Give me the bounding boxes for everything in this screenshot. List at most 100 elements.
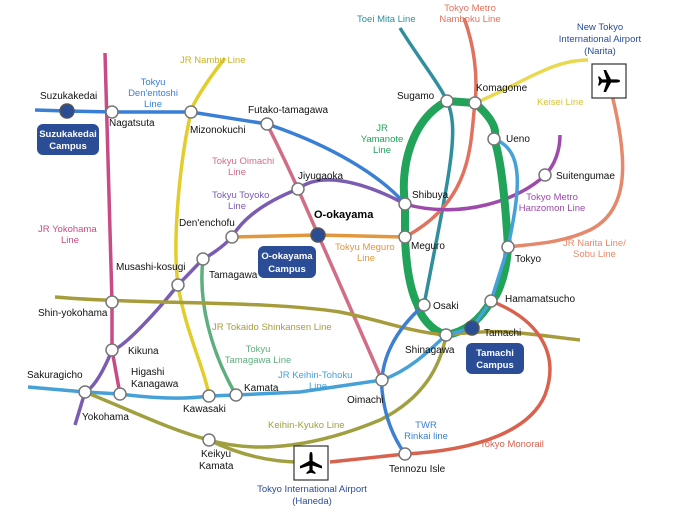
line-label-hanzomon-2: Hanzomon Line bbox=[519, 203, 586, 214]
station-kawasaki[interactable] bbox=[202, 389, 216, 403]
station-shinyokohama[interactable] bbox=[105, 295, 119, 309]
label-haneda-1: Tokyo International Airport bbox=[257, 484, 367, 495]
line-narita bbox=[507, 94, 625, 249]
station-osaki[interactable] bbox=[417, 298, 431, 312]
station-sugamo[interactable] bbox=[440, 94, 454, 108]
campus-box-tamachi[interactable]: Tamachi Campus bbox=[466, 343, 524, 374]
campus-label-line1: O-okayama bbox=[261, 251, 313, 262]
line-label-oimachi-1: Tokyu Oimachi bbox=[212, 156, 274, 167]
label-nagatsuta: Nagatsuta bbox=[109, 118, 155, 129]
label-narita-3: (Narita) bbox=[584, 46, 616, 57]
line-label-hanzomon-1: Tokyo Metro bbox=[526, 192, 578, 203]
label-musashi: Musashi-kosugi bbox=[116, 262, 185, 273]
label-higashi-2: Kanagawa bbox=[131, 379, 179, 390]
station-mizonokuchi[interactable] bbox=[184, 105, 198, 119]
label-kawasaki: Kawasaki bbox=[183, 404, 226, 415]
campus-box-okayama[interactable]: O-okayama Campus bbox=[258, 246, 316, 278]
station-shinagawa[interactable] bbox=[439, 328, 453, 342]
label-tamachi: Tamachi bbox=[484, 328, 521, 339]
label-mizonokuchi: Mizonokuchi bbox=[190, 125, 246, 136]
station-tennozu[interactable] bbox=[398, 447, 412, 461]
line-keihin-tohoku bbox=[27, 137, 520, 400]
line-label-toyoko-2: Line bbox=[228, 201, 246, 212]
airport-narita-icon-box[interactable] bbox=[591, 63, 627, 99]
line-label-toyoko-1: Tokyu Toyoko bbox=[212, 190, 269, 201]
station-futako[interactable] bbox=[260, 117, 274, 131]
label-sugamo: Sugamo bbox=[397, 91, 435, 102]
line-label-keisei: Keisei Line bbox=[537, 97, 583, 108]
station-komagome[interactable] bbox=[468, 96, 482, 110]
label-sakuragicho: Sakuragicho bbox=[27, 370, 83, 381]
line-label-meguro-2: Line bbox=[357, 253, 375, 264]
station-musashi[interactable] bbox=[196, 252, 210, 266]
station-oimachi[interactable] bbox=[375, 373, 389, 387]
campus-station-okayama[interactable] bbox=[310, 227, 326, 243]
station-ueno[interactable] bbox=[487, 132, 501, 146]
line-label-monorail: Tokyo Monorail bbox=[480, 439, 544, 450]
station-nagatsuta[interactable] bbox=[105, 105, 119, 119]
line-label-denentoshi-3: Line bbox=[144, 99, 162, 110]
label-higashi-1: Higashi bbox=[131, 367, 164, 378]
label-hamamatsucho: Hamamatsucho bbox=[505, 294, 575, 305]
label-kamata: Kamata bbox=[244, 383, 279, 394]
label-tennozu: Tennozu Isle bbox=[389, 464, 446, 475]
label-kikuna: Kikuna bbox=[128, 346, 159, 357]
campus-label-line1: Suzukakedai bbox=[39, 129, 97, 140]
label-suitengumae: Suitengumae bbox=[556, 171, 615, 182]
campus-box-suzukakedai[interactable]: Suzukakedai Campus bbox=[37, 124, 99, 155]
station-shibuya[interactable] bbox=[398, 197, 412, 211]
line-label-yokohama-2: Line bbox=[61, 235, 79, 246]
station-kamata[interactable] bbox=[229, 388, 243, 402]
label-shibuya: Shibuya bbox=[412, 190, 449, 201]
line-label-nambu: JR Nambu Line bbox=[180, 55, 245, 66]
line-monorail bbox=[329, 299, 552, 464]
station-higashi[interactable] bbox=[113, 387, 127, 401]
label-narita-2: International Airport bbox=[559, 34, 642, 45]
label-tamagawa: Tamagawa bbox=[209, 270, 258, 281]
line-label-yamanote-1: JR bbox=[376, 123, 388, 134]
label-shinyokohama: Shin-yokohama bbox=[38, 308, 108, 319]
line-label-denentoshi-1: Tokyu bbox=[141, 77, 166, 88]
line-nambu bbox=[174, 56, 227, 397]
label-jiyugaoka: Jiyugaoka bbox=[298, 171, 343, 182]
line-keikyu bbox=[84, 334, 448, 449]
label-denenchofu: Den'enchofu bbox=[179, 218, 235, 229]
line-label-narita-1: JR Narita Line/ bbox=[563, 238, 626, 249]
campus-label-line1: Tamachi bbox=[476, 348, 514, 359]
station-keikyu-kamata[interactable] bbox=[202, 433, 216, 447]
line-toei-mita bbox=[398, 27, 455, 306]
airport-haneda-icon-box[interactable] bbox=[293, 445, 329, 481]
label-oimachi: Oimachi bbox=[347, 395, 384, 406]
line-hanzomon bbox=[404, 134, 562, 212]
line-label-rinkai-2: Rinkai line bbox=[404, 431, 448, 442]
line-label-yamanote-3: Line bbox=[373, 145, 391, 156]
line-label-keihin-tohoku-1: JR Keihin-Tohoku bbox=[278, 370, 352, 381]
label-keikyu-kamata-2: Kamata bbox=[199, 461, 234, 472]
line-rinkai bbox=[380, 303, 426, 456]
station-denenchofu[interactable] bbox=[225, 230, 239, 244]
line-label-tamagawa-1: Tokyu bbox=[246, 344, 271, 355]
label-meguro: Meguro bbox=[411, 241, 445, 252]
label-haneda-2: (Haneda) bbox=[292, 496, 332, 507]
campus-station-suzukakedai[interactable] bbox=[59, 103, 75, 119]
station-suitengumae[interactable] bbox=[538, 168, 552, 182]
label-komagome: Komagome bbox=[476, 83, 528, 94]
station-jiyugaoka[interactable] bbox=[291, 182, 305, 196]
line-label-tamagawa-2: Tamagawa Line bbox=[225, 355, 292, 366]
station-meguro[interactable] bbox=[398, 230, 412, 244]
station-tokyo[interactable] bbox=[501, 240, 515, 254]
line-label-oimachi-2: Line bbox=[228, 167, 246, 178]
campus-station-tamachi[interactable] bbox=[464, 320, 480, 336]
line-namboku bbox=[404, 17, 478, 239]
station-kikuna[interactable] bbox=[105, 343, 119, 357]
station-hamamatsucho[interactable] bbox=[484, 294, 498, 308]
label-narita-1: New Tokyo bbox=[577, 22, 623, 33]
station-sakuragicho[interactable] bbox=[78, 385, 92, 399]
line-label-keikyu: Keihin-Kyuko Line bbox=[268, 420, 345, 431]
line-label-namboku-2: Namboku Line bbox=[439, 14, 500, 25]
station-tamagawa[interactable] bbox=[171, 278, 185, 292]
line-label-rinkai-1: TWR bbox=[415, 420, 437, 431]
label-shinagawa: Shinagawa bbox=[405, 345, 455, 356]
label-keikyu-kamata-1: Keikyu bbox=[201, 449, 231, 460]
